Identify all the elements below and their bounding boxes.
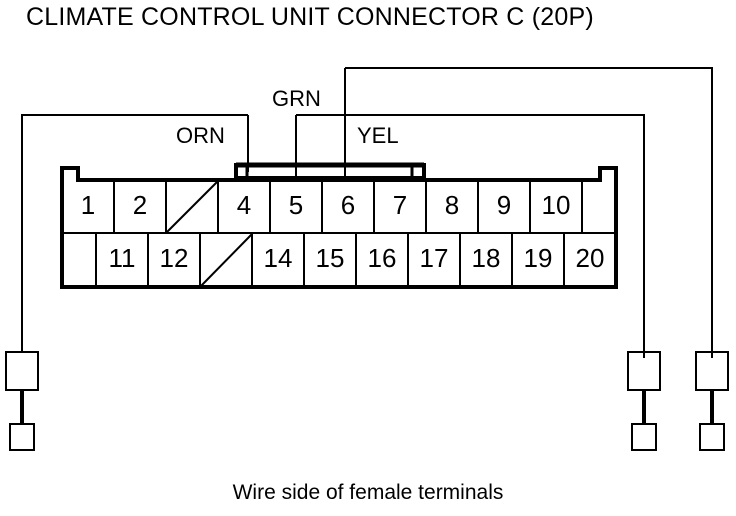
wire-label-grn: GRN bbox=[270, 86, 323, 112]
page-title: CLIMATE CONTROL UNIT CONNECTOR C (20P) bbox=[26, 3, 594, 31]
pin-number-11: 11 bbox=[108, 243, 136, 273]
pin-number-17: 17 bbox=[419, 243, 449, 273]
blank-cavity-3 bbox=[165, 180, 219, 234]
pin-number-5: 5 bbox=[288, 190, 304, 220]
blank-cavity-13 bbox=[199, 233, 253, 288]
pin-number-1: 1 bbox=[80, 190, 96, 220]
diagram-caption: Wire side of female terminals bbox=[232, 481, 504, 504]
pin-number-4: 4 bbox=[236, 190, 252, 220]
pin-number-6: 6 bbox=[340, 190, 356, 220]
pin-number-8: 8 bbox=[444, 190, 460, 220]
terminal-left bbox=[5, 351, 39, 451]
pin-number-12: 12 bbox=[159, 243, 189, 273]
pin-number-19: 19 bbox=[523, 243, 553, 273]
pin-number-14: 14 bbox=[263, 243, 293, 273]
terminal-right-outer bbox=[695, 351, 729, 451]
pin-number-20: 20 bbox=[575, 243, 605, 273]
pin-number-18: 18 bbox=[471, 243, 501, 273]
wire-path-yel bbox=[295, 114, 645, 358]
pin-number-9: 9 bbox=[496, 190, 512, 220]
blank-cavity-markers bbox=[165, 180, 253, 288]
pin-number-16: 16 bbox=[367, 243, 397, 273]
terminal-right-inner bbox=[627, 351, 661, 451]
pin-grid-top-row bbox=[62, 180, 616, 234]
wire-label-yel: YEL bbox=[355, 123, 401, 149]
pin-number-15: 15 bbox=[315, 243, 345, 273]
connector-latch-bar bbox=[234, 162, 426, 182]
pin-grid-bottom-row bbox=[95, 233, 565, 287]
pin-number-10: 10 bbox=[541, 190, 571, 220]
connector-body-outline bbox=[60, 166, 618, 289]
wire-label-orn: ORN bbox=[174, 123, 227, 149]
pin-number-7: 7 bbox=[392, 190, 408, 220]
pin-number-2: 2 bbox=[132, 190, 148, 220]
